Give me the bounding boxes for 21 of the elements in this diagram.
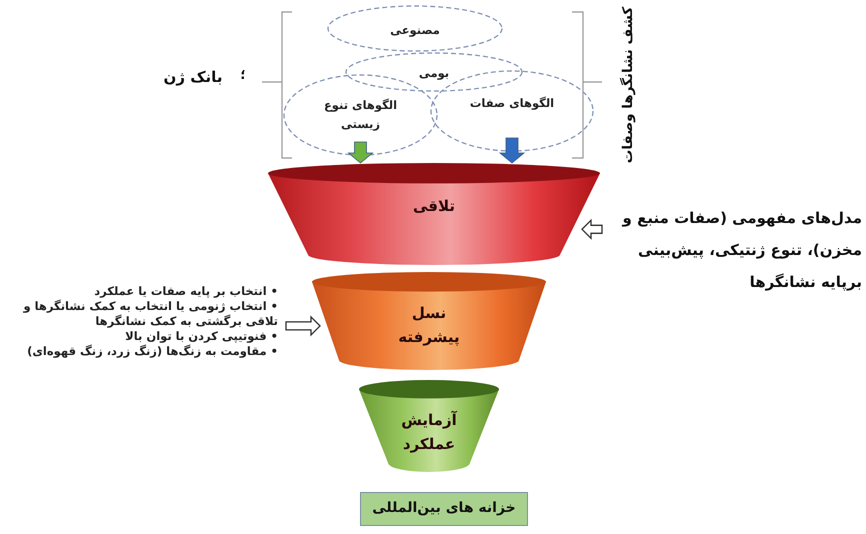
bullet-item: • مقاومت به زنگ‌ها (زنگ زرد، زنگ قهوه‌ای)	[26, 344, 278, 359]
stage-label: نسل پیشرفته	[397, 303, 461, 348]
annotation-text: مدل‌های مفهومی (صفات منبع و مخزن)، تنوع ژنتیکی، پیش‌بینی برپایه نشانگرها	[620, 208, 862, 293]
block-arrow	[498, 138, 526, 164]
block-arrow	[285, 315, 321, 336]
stage-label: الگوهای تنوع زیستی	[322, 97, 398, 133]
stage-label: مصنوعی	[389, 22, 441, 39]
bullet-item: • انتخاب ژنومی یا انتخاب به کمک نشانگرها و تلاقی برگشتی به کمک نشانگرها	[22, 299, 278, 329]
bullet-item: • فنوتیپی کردن با توان بالا	[124, 329, 278, 344]
side-label: بانک ژن	[162, 68, 224, 86]
stage-label: تلاقی	[412, 196, 456, 217]
block-arrow	[347, 142, 374, 164]
stage-label: بومی	[418, 65, 450, 82]
separator-mark: ؛	[239, 68, 247, 83]
repository-box	[360, 492, 528, 526]
vertical-label: کشف نشانگرها وصفات	[619, 6, 637, 166]
stage-label: الگوهای صفات	[468, 95, 556, 112]
stage-label: آزمایش عملکرد	[400, 410, 458, 455]
bullet-item: • انتخاب بر پایه صفات یا عملکرد	[93, 284, 278, 299]
block-arrow	[581, 218, 603, 240]
stage-label: خزانه های بین‌المللی	[371, 500, 517, 516]
